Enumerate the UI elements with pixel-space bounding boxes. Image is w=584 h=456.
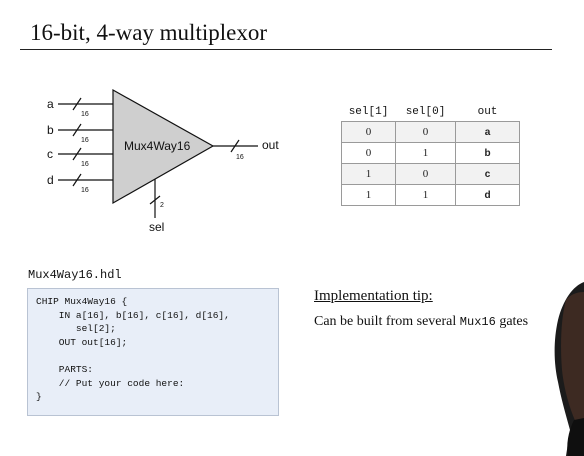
sel-label: sel bbox=[149, 220, 164, 234]
header-sel1: sel[1] bbox=[348, 106, 389, 118]
bus-slash-a bbox=[72, 97, 82, 111]
slide-title: 16-bit, 4-way multiplexor bbox=[30, 20, 267, 45]
cell-sel1: 0 bbox=[341, 121, 396, 143]
input-label-d: d bbox=[47, 173, 54, 187]
input-width-c: 16 bbox=[81, 161, 89, 168]
bus-slash-out bbox=[230, 139, 240, 153]
input-width-d: 16 bbox=[81, 187, 89, 194]
tip-heading: Implementation tip: bbox=[314, 288, 433, 304]
input-wires bbox=[58, 97, 258, 218]
header-sel0: sel[0] bbox=[405, 106, 446, 118]
bus-slash-sel bbox=[149, 195, 161, 205]
input-width-a: 16 bbox=[81, 111, 89, 118]
input-label-c: c bbox=[47, 147, 53, 161]
bus-slash-c bbox=[72, 147, 82, 161]
cell-out: d bbox=[455, 184, 520, 206]
input-width-b: 16 bbox=[81, 137, 89, 144]
input-label-b: b bbox=[47, 123, 54, 137]
bus-slash-d bbox=[72, 173, 82, 187]
tip-text: Can be built from several Mux16 gates bbox=[314, 314, 528, 330]
chip-label: Mux4Way16 bbox=[124, 139, 191, 153]
tip-text-after: gates bbox=[495, 314, 529, 329]
tip-code-word: Mux16 bbox=[459, 315, 496, 329]
table-row: 1 1 d bbox=[341, 184, 520, 206]
tip-text-before: Can be built from several bbox=[314, 314, 460, 329]
input-label-a: a bbox=[47, 97, 54, 111]
header-out: out bbox=[477, 106, 498, 118]
hdl-code-box: CHIP Mux4Way16 { IN a[16], b[16], c[16],… bbox=[27, 288, 279, 416]
title-divider bbox=[20, 49, 552, 50]
table-row: 1 0 c bbox=[341, 163, 520, 185]
output-width: 16 bbox=[236, 154, 244, 161]
truth-table-header: sel[1] sel[0] out bbox=[342, 103, 520, 122]
sel-width: 2 bbox=[160, 202, 164, 209]
table-row: 0 0 a bbox=[341, 121, 520, 143]
truth-table: sel[1] sel[0] out 0 0 a 0 1 b 1 0 c 1 1 … bbox=[341, 103, 520, 206]
hdl-code: CHIP Mux4Way16 { IN a[16], b[16], c[16],… bbox=[36, 296, 230, 403]
cell-sel1: 1 bbox=[341, 163, 396, 185]
bus-slash-b bbox=[72, 123, 82, 137]
table-row: 0 1 b bbox=[341, 142, 520, 164]
output-label: out bbox=[262, 138, 279, 152]
hdl-filename: Mux4Way16.hdl bbox=[28, 268, 122, 282]
mux-chip-body bbox=[112, 88, 215, 205]
cell-out: a bbox=[455, 121, 520, 143]
